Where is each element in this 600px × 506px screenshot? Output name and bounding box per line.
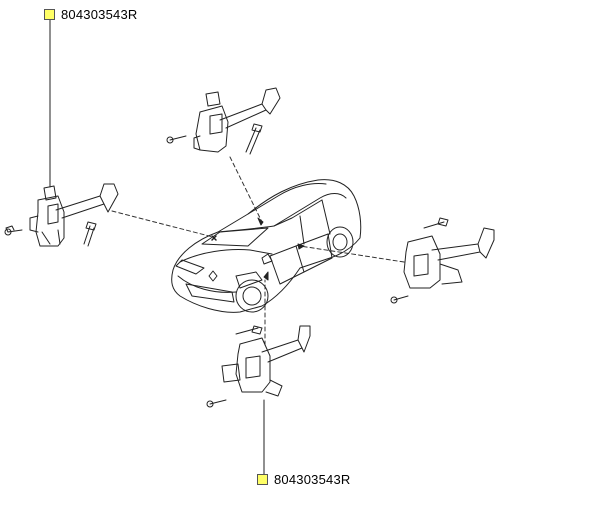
part-number-label: 804303543R — [61, 7, 138, 22]
dashed-pointer-lines — [111, 156, 405, 346]
part-number-label: 804303543R — [274, 472, 351, 487]
callout-marker-icon — [44, 9, 55, 20]
part-callout-top[interactable]: 804303543R — [44, 7, 137, 22]
car-illustration — [171, 179, 362, 313]
door-check-rear-left — [166, 87, 281, 155]
door-check-front-left — [4, 183, 119, 247]
callout-marker-icon — [257, 474, 268, 485]
door-check-front-right — [390, 217, 495, 304]
part-callout-bottom[interactable]: 804303543R — [257, 472, 350, 487]
door-check-rear-right — [206, 325, 311, 408]
